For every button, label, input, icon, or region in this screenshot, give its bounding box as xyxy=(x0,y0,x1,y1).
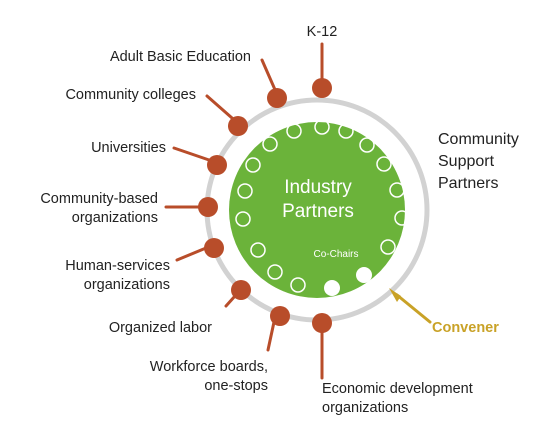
label-workforce-line2: one-stops xyxy=(204,378,268,394)
member-circle xyxy=(262,136,278,152)
label-community-colleges: Community colleges xyxy=(65,87,196,103)
member-circle xyxy=(394,210,410,226)
member-circle xyxy=(338,123,354,139)
dot-universities xyxy=(207,155,227,175)
dot-adult-basic-ed xyxy=(267,88,287,108)
industry-partners-circle xyxy=(229,122,405,298)
dot-workforce xyxy=(270,306,290,326)
label-cbo-line1: Community-based xyxy=(40,191,158,207)
cochair-circle xyxy=(324,280,340,296)
label-cbo-line2: organizations xyxy=(72,210,158,226)
member-circle xyxy=(376,156,392,172)
industry-member-circles xyxy=(235,119,410,293)
industry-title-line2: Partners xyxy=(282,201,354,222)
industry-title-line1: Industry xyxy=(284,177,352,198)
label-human-services-line1: Human-services xyxy=(65,258,170,274)
partner-dots xyxy=(198,78,332,333)
convener-label: Convener xyxy=(432,320,499,336)
label-universities: Universities xyxy=(91,140,166,156)
dot-econ-dev xyxy=(312,313,332,333)
community-support-line3: Partners xyxy=(438,175,498,192)
connector-line-community-colleges xyxy=(205,94,234,120)
cochair-circle xyxy=(356,267,372,283)
convener-line xyxy=(395,293,432,324)
connector-line-adult-basic-ed xyxy=(260,58,278,94)
label-econ-dev-line2: organizations xyxy=(322,400,408,416)
member-circle xyxy=(290,277,306,293)
connector-line-universities xyxy=(172,146,214,163)
member-circle xyxy=(267,264,283,280)
connector-line-human-services xyxy=(175,246,208,262)
partner-connectors xyxy=(164,42,324,380)
community-support-line1: Community xyxy=(438,131,519,148)
label-econ-dev-line1: Economic development xyxy=(322,381,473,397)
member-circle xyxy=(250,242,266,258)
dot-organized-labor xyxy=(231,280,251,300)
label-human-services-line2: organizations xyxy=(84,277,170,293)
connector-line-workforce xyxy=(266,320,276,352)
member-circle xyxy=(245,157,261,173)
label-workforce-line1: Workforce boards, xyxy=(150,359,268,375)
dot-community-colleges xyxy=(228,116,248,136)
member-circle xyxy=(286,123,302,139)
member-circle xyxy=(235,211,251,227)
dot-cbo xyxy=(198,197,218,217)
member-circle xyxy=(389,182,405,198)
connector-line-organized-labor xyxy=(224,294,237,308)
dot-human-services xyxy=(204,238,224,258)
member-circle xyxy=(359,137,375,153)
cochairs-label: Co-Chairs xyxy=(313,249,358,260)
label-k12: K-12 xyxy=(307,24,338,40)
label-adult-basic-ed: Adult Basic Education xyxy=(110,49,251,65)
member-circle xyxy=(380,239,396,255)
member-circle xyxy=(314,119,330,135)
community-support-line2: Support xyxy=(438,153,495,170)
label-organized-labor: Organized labor xyxy=(109,320,212,336)
dot-k12 xyxy=(312,78,332,98)
convener-marker xyxy=(389,288,401,302)
member-circle xyxy=(237,183,253,199)
